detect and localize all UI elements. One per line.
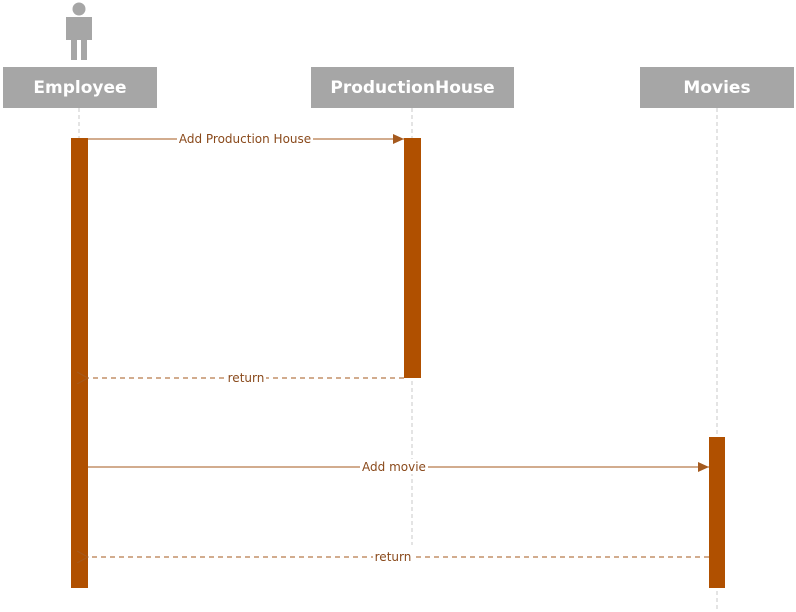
lifeline-label-movies: Movies: [683, 77, 751, 98]
message-label-bg: [177, 131, 313, 146]
message-label-bg: [360, 459, 428, 474]
message-label-return-2: return: [375, 550, 412, 564]
lifeline-header-productionhouse: ProductionHouse: [311, 67, 514, 108]
message-label-return-1: return: [228, 371, 265, 385]
lifeline-header-employee: Employee: [3, 67, 157, 108]
message-label-bg: [226, 370, 266, 385]
activation-bar-movies: [709, 437, 725, 588]
activation-bar-productionhouse: [404, 138, 421, 378]
lifeline-label-productionhouse: ProductionHouse: [330, 77, 495, 98]
activation-bar-employee: [71, 138, 88, 588]
message-label-add-production-house: Add Production House: [179, 132, 311, 146]
lifeline-header-movies: Movies: [640, 67, 794, 108]
person-icon: [66, 2, 92, 60]
lifeline-label-employee: Employee: [33, 77, 127, 98]
message-label-bg: [373, 549, 413, 564]
message-label-add-movie: Add movie: [362, 460, 426, 474]
